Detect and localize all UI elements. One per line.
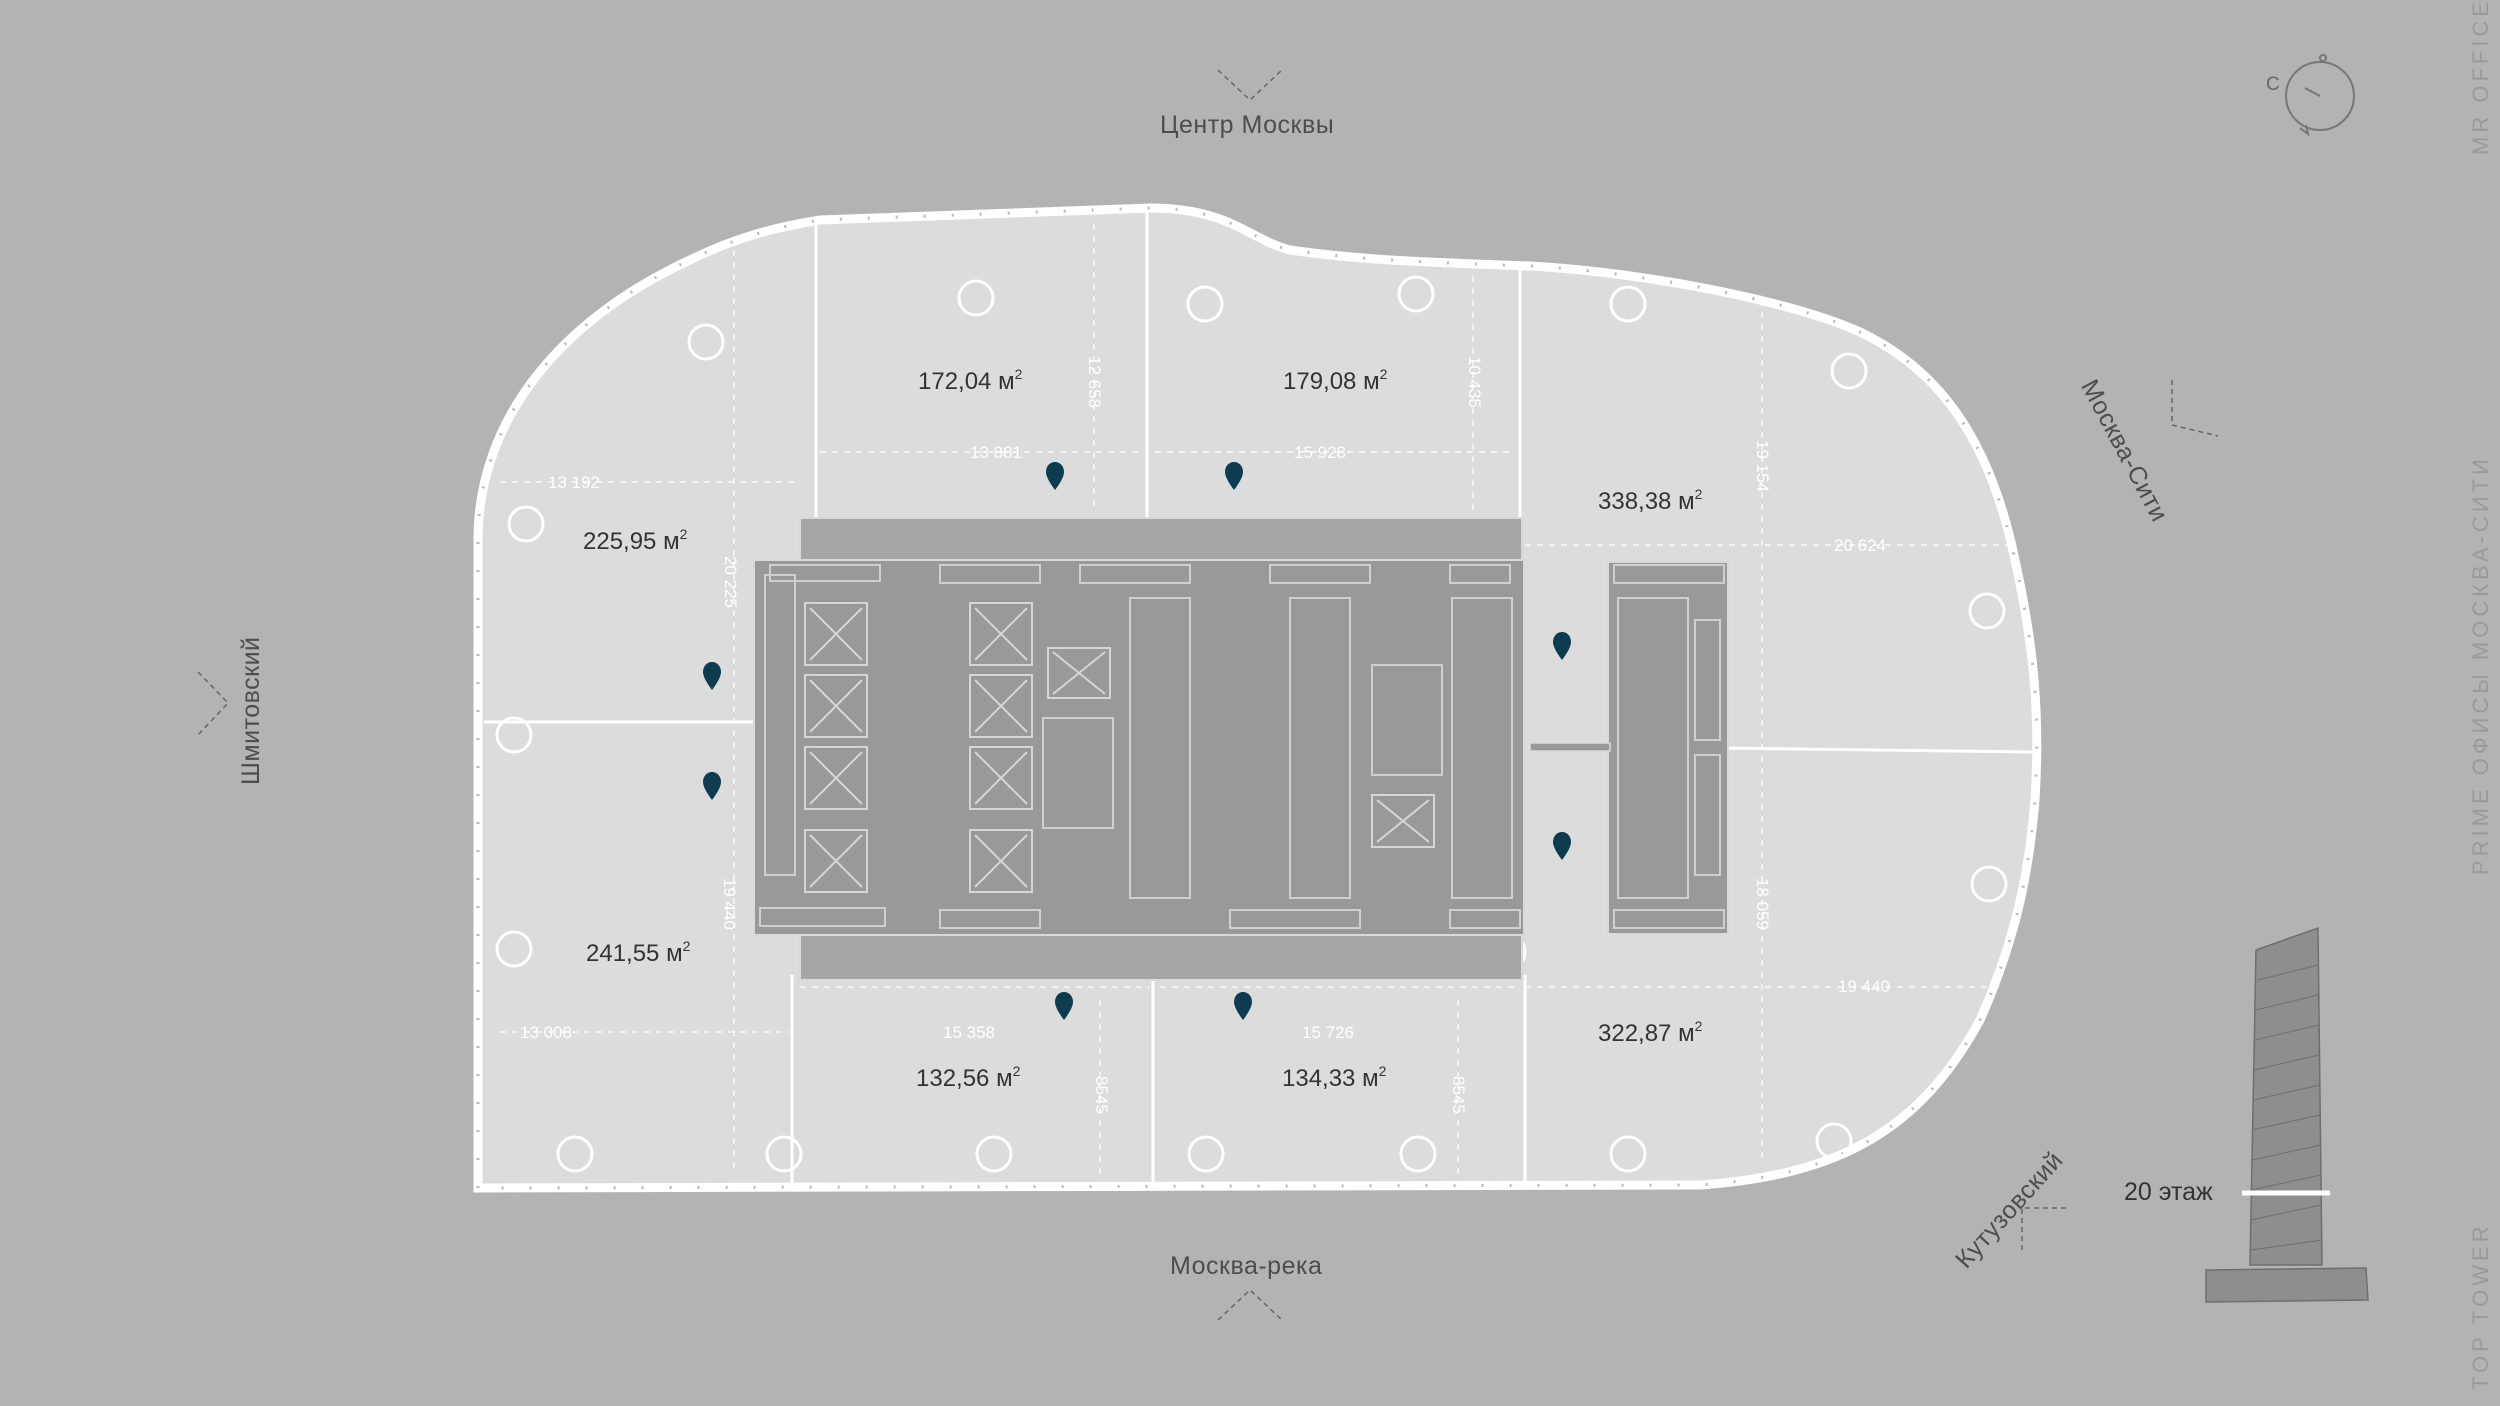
unit-area-label: 179,08 м2 bbox=[1283, 366, 1388, 395]
building-core bbox=[753, 517, 1729, 981]
tower-pictogram-icon bbox=[2205, 926, 2369, 1303]
unit-area-label: 134,33 м2 bbox=[1282, 1063, 1387, 1092]
unit-area-label: 132,56 м2 bbox=[916, 1063, 1021, 1092]
dimension-label: 8545 bbox=[1092, 1076, 1111, 1114]
structural-columns bbox=[495, 275, 2008, 1173]
elevator-shaft bbox=[804, 602, 1435, 893]
floor-number-label: 20 этаж bbox=[2124, 1178, 2213, 1206]
tower-floor-lines bbox=[2250, 964, 2323, 1251]
dimension-label: 13 192 bbox=[548, 473, 600, 492]
dimension-label: 10 435 bbox=[1465, 356, 1484, 408]
unit-partitions bbox=[484, 210, 2035, 1185]
dimension-label: 13 008 bbox=[520, 1023, 572, 1042]
unit-area-label: 241,55 м2 bbox=[586, 938, 691, 967]
compass-icon bbox=[2285, 54, 2355, 137]
dimension-label: 19 440 bbox=[1838, 977, 1890, 996]
unit-area-label: 322,87 м2 bbox=[1598, 1018, 1703, 1047]
dimension-label: 13 881 bbox=[970, 443, 1022, 462]
dimension-label: 15 726 bbox=[1302, 1023, 1354, 1042]
dimension-label: 18 059 bbox=[1753, 878, 1772, 930]
dimension-label: 20 624 bbox=[1834, 536, 1886, 555]
dimension-label: 20 225 bbox=[721, 556, 740, 608]
unit-area-label: 225,95 м2 bbox=[583, 526, 688, 555]
direction-chevrons bbox=[197, 69, 2219, 1321]
dimension-label: 15 358 bbox=[943, 1023, 995, 1042]
unit-area-label: 338,38 м2 bbox=[1598, 486, 1703, 515]
dimension-label: 15 928 bbox=[1294, 443, 1346, 462]
direction-top-label: Центр Москвы bbox=[1160, 111, 1335, 139]
water-markers bbox=[703, 462, 1571, 1020]
unit-area-label: 172,04 м2 bbox=[918, 366, 1023, 395]
direction-bottom-label: Москва-река bbox=[1170, 1252, 1323, 1280]
dimension-label: 8545 bbox=[1449, 1076, 1468, 1114]
dimension-lines bbox=[500, 224, 2010, 1180]
dimension-label: 19 440 bbox=[720, 878, 739, 930]
compass-letter: С bbox=[2266, 74, 2280, 95]
dimension-label: 19 154 bbox=[1753, 440, 1772, 492]
dimension-label: 12 658 bbox=[1085, 356, 1104, 408]
